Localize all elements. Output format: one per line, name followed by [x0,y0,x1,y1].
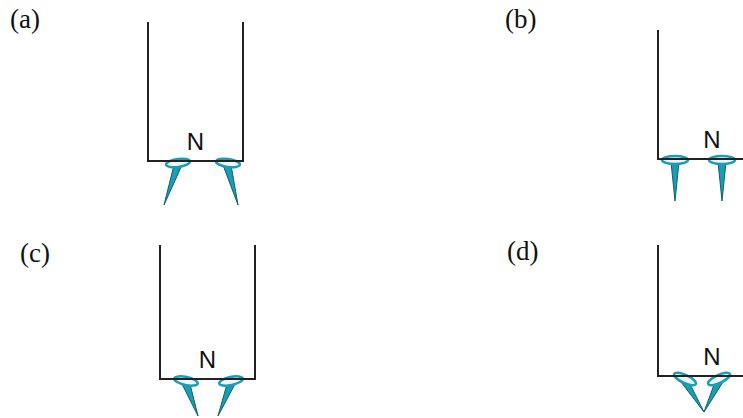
pin-head [173,375,198,388]
pin-shaft [671,162,679,201]
bar-magnet: N [657,30,743,160]
pin-head [709,156,735,164]
pole-label: N [659,126,743,154]
pin-shaft [164,165,182,205]
pin-shaft [223,165,238,205]
bar-magnet: N [147,22,244,162]
pole-label: N [149,128,242,156]
pin-shaft [718,162,726,201]
pin-head [166,157,191,168]
pole-label: N [161,346,254,374]
pin-head [706,370,731,387]
panel-label: (a) [10,4,40,35]
panel-label: (d) [507,236,538,267]
pin-shaft [681,382,704,412]
pin-shaft [704,382,723,412]
panel-label: (c) [20,238,50,269]
bar-magnet: N [657,245,743,377]
pin-head [218,375,243,388]
bar-magnet: N [159,245,256,380]
panel-label: (b) [505,4,536,35]
pole-label: N [659,343,743,371]
pin-head [672,370,697,387]
pin-head [662,156,688,164]
pin-head [216,157,241,168]
pin-shaft [218,384,235,416]
pin-shaft [182,384,198,416]
